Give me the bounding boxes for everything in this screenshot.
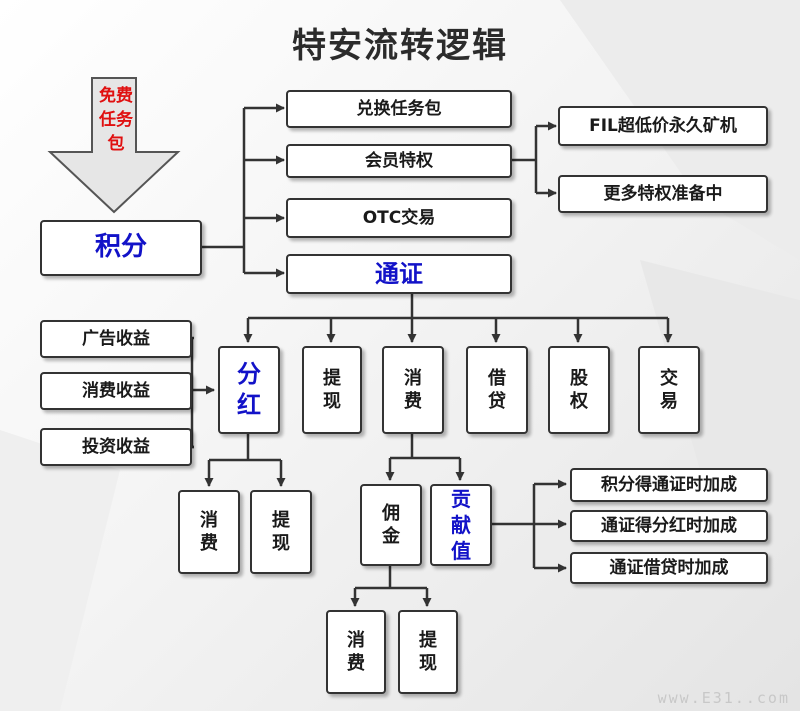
- bonus-points-to-token-node: 积分得通证时加成: [570, 468, 768, 502]
- invest-income-node: 投资收益: [40, 428, 192, 466]
- free-task-label: 免费任务包: [99, 86, 133, 154]
- withdraw-node: 提现: [302, 346, 362, 434]
- dividend-consume-node: 消费: [178, 490, 240, 574]
- consume-node: 消费: [382, 346, 444, 434]
- more-privileges-node: 更多特权准备中: [558, 175, 768, 213]
- ad-income-node: 广告收益: [40, 320, 192, 358]
- contribution-node: 贡献值: [430, 484, 492, 566]
- token-node: 通证: [286, 254, 512, 294]
- consume-income-node: 消费收益: [40, 372, 192, 410]
- free-task-arrow: [47, 77, 181, 214]
- member-privilege-node: 会员特权: [286, 144, 512, 178]
- commission-withdraw-node: 提现: [398, 610, 458, 694]
- watermark: www.E31..com: [657, 689, 790, 707]
- loan-node: 借贷: [466, 346, 528, 434]
- equity-node: 股权: [548, 346, 610, 434]
- commission-node: 佣金: [360, 484, 422, 566]
- points-node: 积分: [40, 220, 202, 276]
- fil-miner-node: FIL超低价永久矿机: [558, 106, 768, 146]
- exchange-task-node: 兑换任务包: [286, 90, 512, 128]
- bonus-token-dividend-node: 通证得分红时加成: [570, 510, 768, 542]
- bonus-token-loan-node: 通证借贷时加成: [570, 552, 768, 584]
- otc-trade-node: OTC交易: [286, 198, 512, 238]
- commission-consume-node: 消费: [326, 610, 386, 694]
- page-title: 特安流转逻辑: [292, 26, 508, 66]
- dividend-node: 分红: [218, 346, 280, 434]
- trade-node: 交易: [638, 346, 700, 434]
- dividend-withdraw-node: 提现: [250, 490, 312, 574]
